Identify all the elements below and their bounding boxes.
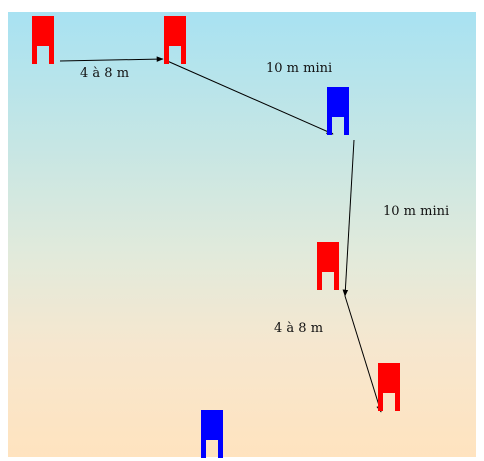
distance-label-3: 10 m mini: [383, 204, 450, 219]
arrow-3: [342, 139, 355, 297]
marker-blue-1: [327, 87, 349, 135]
marker-red-3: [317, 242, 339, 290]
marker-blue-2: [201, 410, 223, 458]
arrow-2: [164, 59, 334, 135]
marker-red-2: [164, 16, 186, 64]
distance-label-1: 4 à 8 m: [80, 66, 130, 81]
arrow-4: [344, 295, 382, 413]
distance-label-4: 4 à 8 m: [274, 321, 324, 336]
arrow-1: [59, 56, 164, 62]
marker-red-4: [378, 363, 400, 411]
distance-label-2: 10 m mini: [266, 61, 333, 76]
marker-red-1: [32, 16, 54, 64]
